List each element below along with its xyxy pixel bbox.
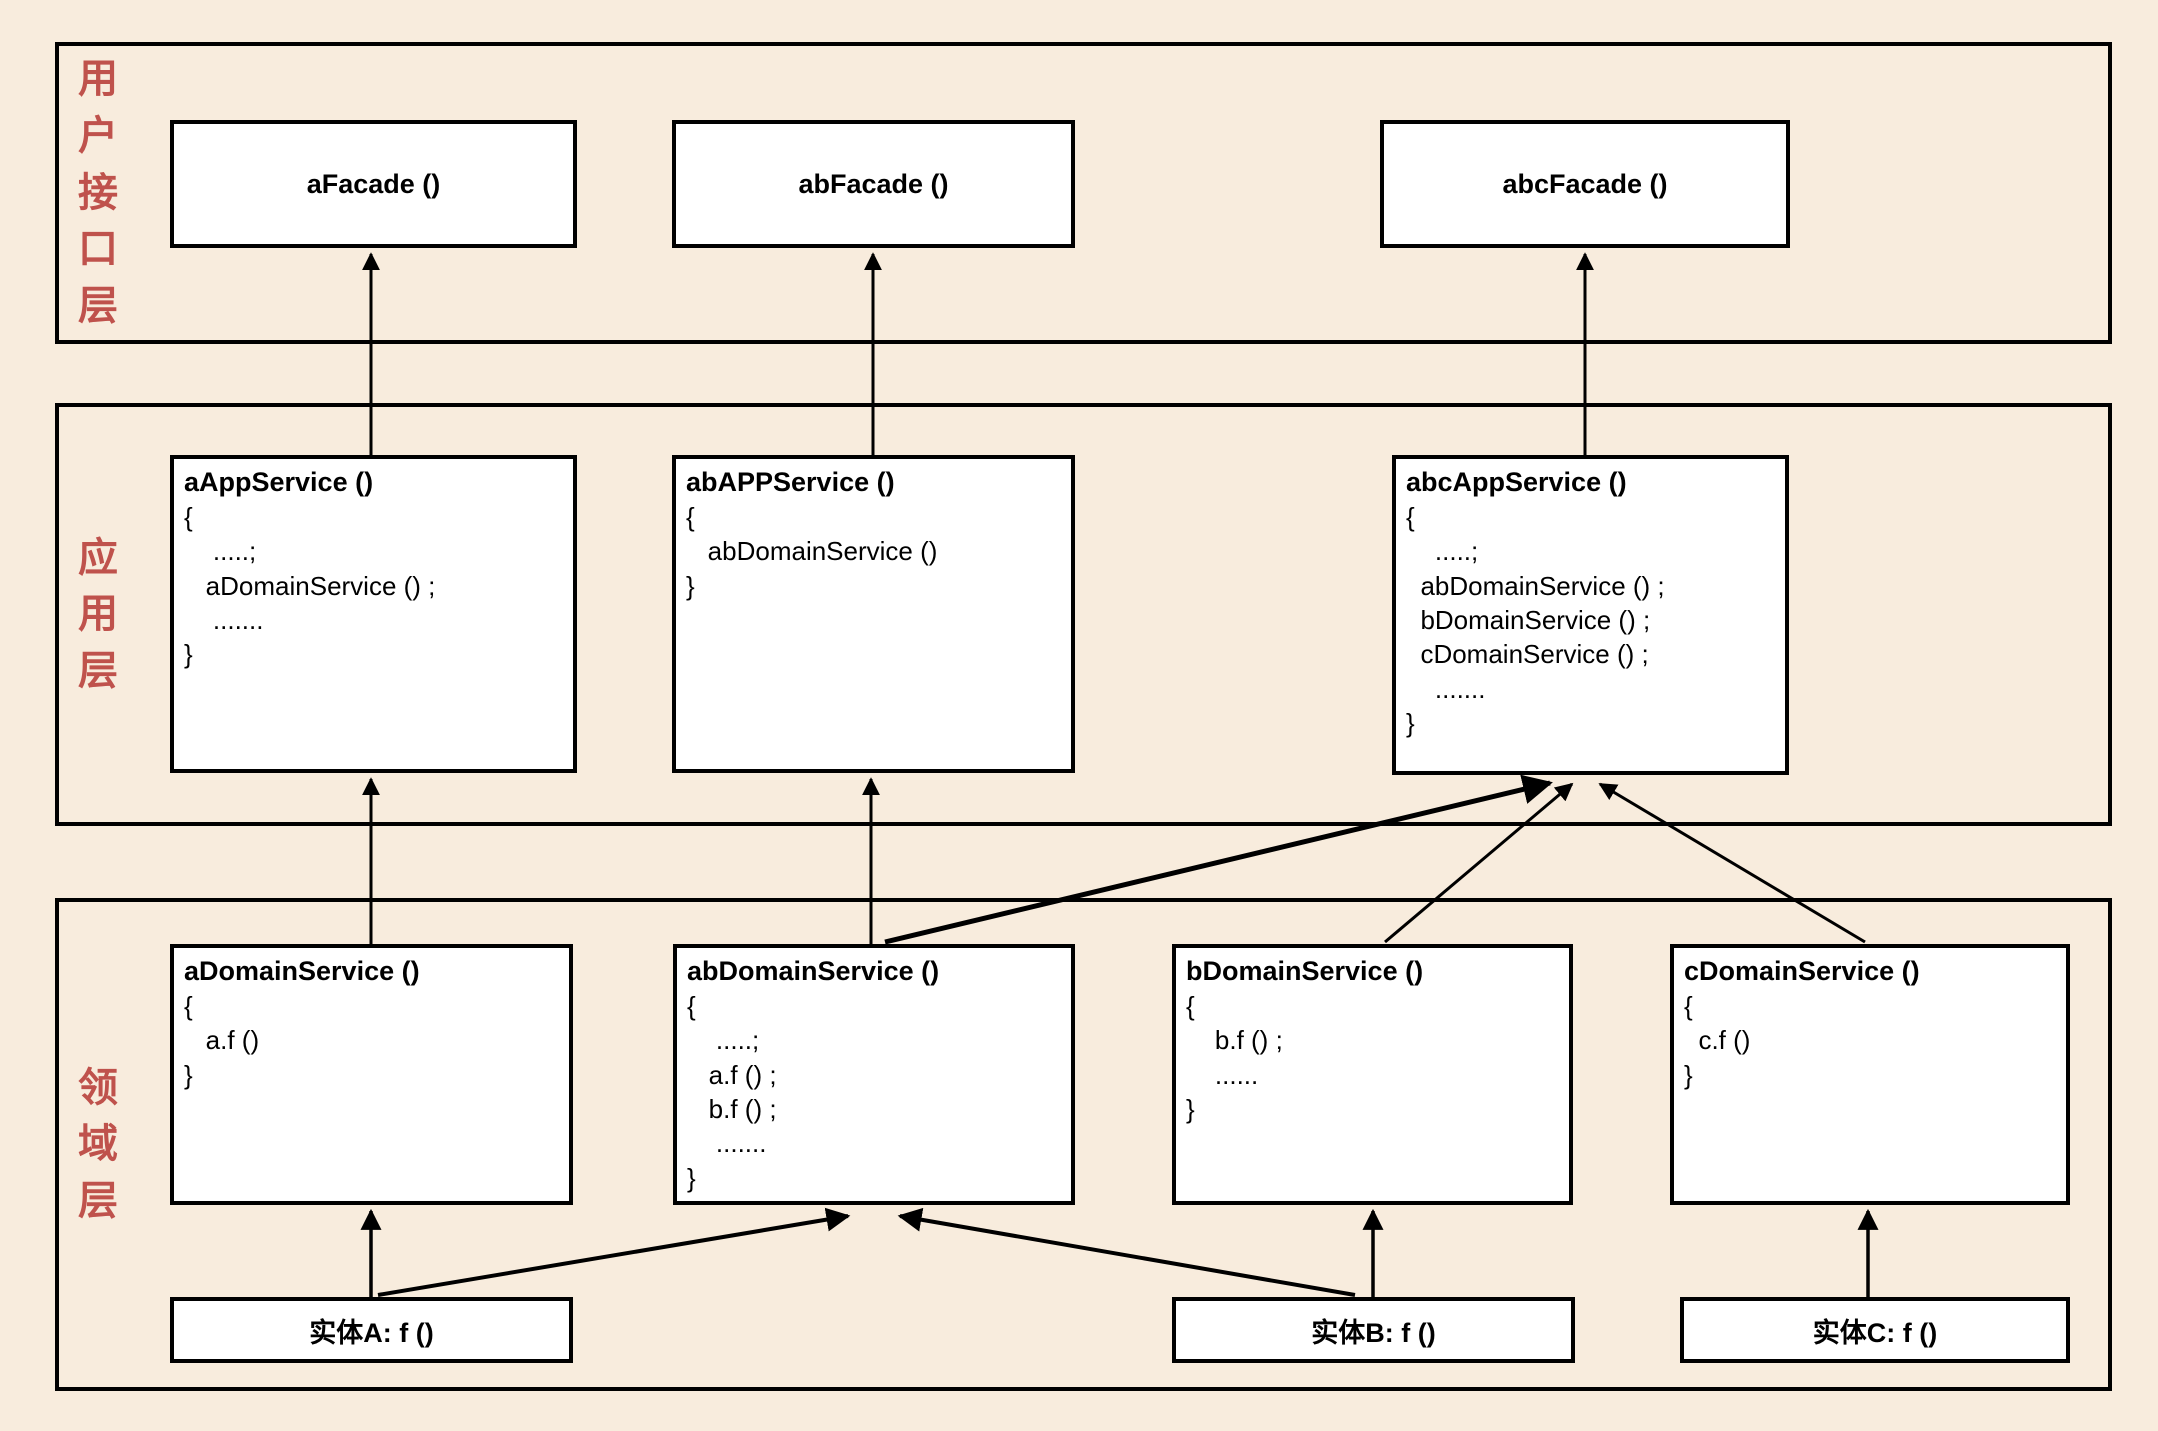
entity-b-label: 实体B: f () [1311,1317,1436,1348]
box-bdomainservice: bDomainService () { b.f () ; ...... } [1172,944,1573,1205]
box-abfacade: abFacade () [672,120,1075,248]
adomainservice-title: aDomainService () [184,956,420,986]
cdomainservice-title: cDomainService () [1684,956,1920,986]
box-abappservice: abAPPService () { abDomainService () } [672,455,1075,773]
entity-c-label: 实体C: f () [1812,1317,1938,1348]
abdomainservice-body: { .....; a.f () ; b.f () ; ....... } [687,991,777,1193]
abfacade-title: abFacade () [798,168,949,199]
layer-label-domain: 领域层 [78,1065,118,1223]
box-abcappservice: abcAppService () { .....; abDomainServic… [1392,455,1789,775]
abdomainservice-title: abDomainService () [687,956,940,986]
box-entity-c: 实体C: f () [1680,1297,2070,1363]
adomainservice-body: { a.f () } [184,991,260,1090]
box-afacade: aFacade () [170,120,577,248]
box-aappservice: aAppService () { .....; aDomainService (… [170,455,577,773]
bdomainservice-body: { b.f () ; ...... } [1186,991,1283,1125]
layer-user-interface: 用户接口层 [55,42,2112,344]
abcfacade-title: abcFacade () [1502,168,1668,199]
abcappservice-body: { .....; abDomainService () ; bDomainSer… [1406,502,1665,738]
abappservice-title: abAPPService () [686,467,895,497]
abappservice-body: { abDomainService () } [686,502,938,601]
aappservice-title: aAppService () [184,467,374,497]
box-abcfacade: abcFacade () [1380,120,1790,248]
layer-label-application: 应用层 [78,535,118,693]
entity-a-label: 实体A: f () [309,1317,434,1348]
box-cdomainservice: cDomainService () { c.f () } [1670,944,2070,1205]
box-abdomainservice: abDomainService () { .....; a.f () ; b.f… [673,944,1075,1205]
layer-label-user-interface: 用户接口层 [78,57,118,329]
box-entity-b: 实体B: f () [1172,1297,1575,1363]
box-entity-a: 实体A: f () [170,1297,573,1363]
afacade-title: aFacade () [306,168,441,199]
aappservice-body: { .....; aDomainService () ; ....... } [184,502,436,670]
cdomainservice-body: { c.f () } [1684,991,1751,1090]
bdomainservice-title: bDomainService () [1186,956,1424,986]
box-adomainservice: aDomainService () { a.f () } [170,944,573,1205]
abcappservice-title: abcAppService () [1406,467,1627,497]
